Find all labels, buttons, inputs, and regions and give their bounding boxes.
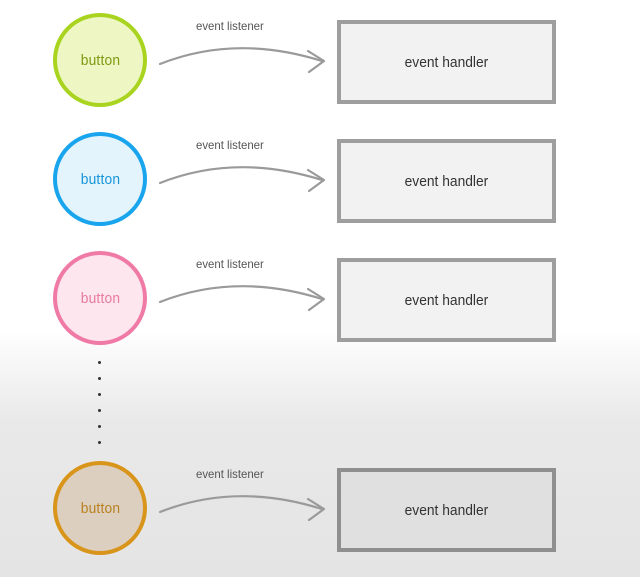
button-label: button: [80, 170, 120, 188]
event-handler-label: event handler: [404, 172, 489, 190]
event-listener-label: event listener: [196, 257, 264, 271]
event-listener-label: event listener: [196, 138, 264, 152]
vertical-ellipsis: [97, 356, 103, 456]
diagram-row: button event listener event handler: [0, 460, 640, 560]
arrow-right-icon: [158, 495, 326, 522]
button-label: button: [80, 499, 120, 517]
button-circle[interactable]: button: [53, 461, 147, 555]
ellipsis-dot: [98, 377, 101, 380]
diagram-row: button event listener event handler: [0, 12, 640, 112]
event-handler-label: event handler: [404, 291, 489, 309]
button-label: button: [80, 51, 120, 69]
event-handler-box: event handler: [337, 258, 556, 342]
ellipsis-dot: [98, 361, 101, 364]
event-handler-label: event handler: [404, 53, 489, 71]
ellipsis-dot: [98, 425, 101, 428]
arrow-right-icon: [158, 47, 326, 74]
diagram-row: button event listener event handler: [0, 250, 640, 350]
button-circle[interactable]: button: [53, 13, 147, 107]
arrow-right-icon: [158, 285, 326, 312]
ellipsis-dot: [98, 409, 101, 412]
arrow-right-icon: [158, 166, 326, 193]
ellipsis-dot: [98, 441, 101, 444]
event-listener-label: event listener: [196, 467, 264, 481]
button-label: button: [80, 289, 120, 307]
diagram-row: button event listener event handler: [0, 131, 640, 231]
ellipsis-dot: [98, 393, 101, 396]
event-handler-box: event handler: [337, 139, 556, 223]
event-handler-box: event handler: [337, 20, 556, 104]
event-handler-label: event handler: [404, 501, 489, 519]
button-circle[interactable]: button: [53, 132, 147, 226]
event-listener-label: event listener: [196, 19, 264, 33]
button-circle[interactable]: button: [53, 251, 147, 345]
event-handler-box: event handler: [337, 468, 556, 552]
